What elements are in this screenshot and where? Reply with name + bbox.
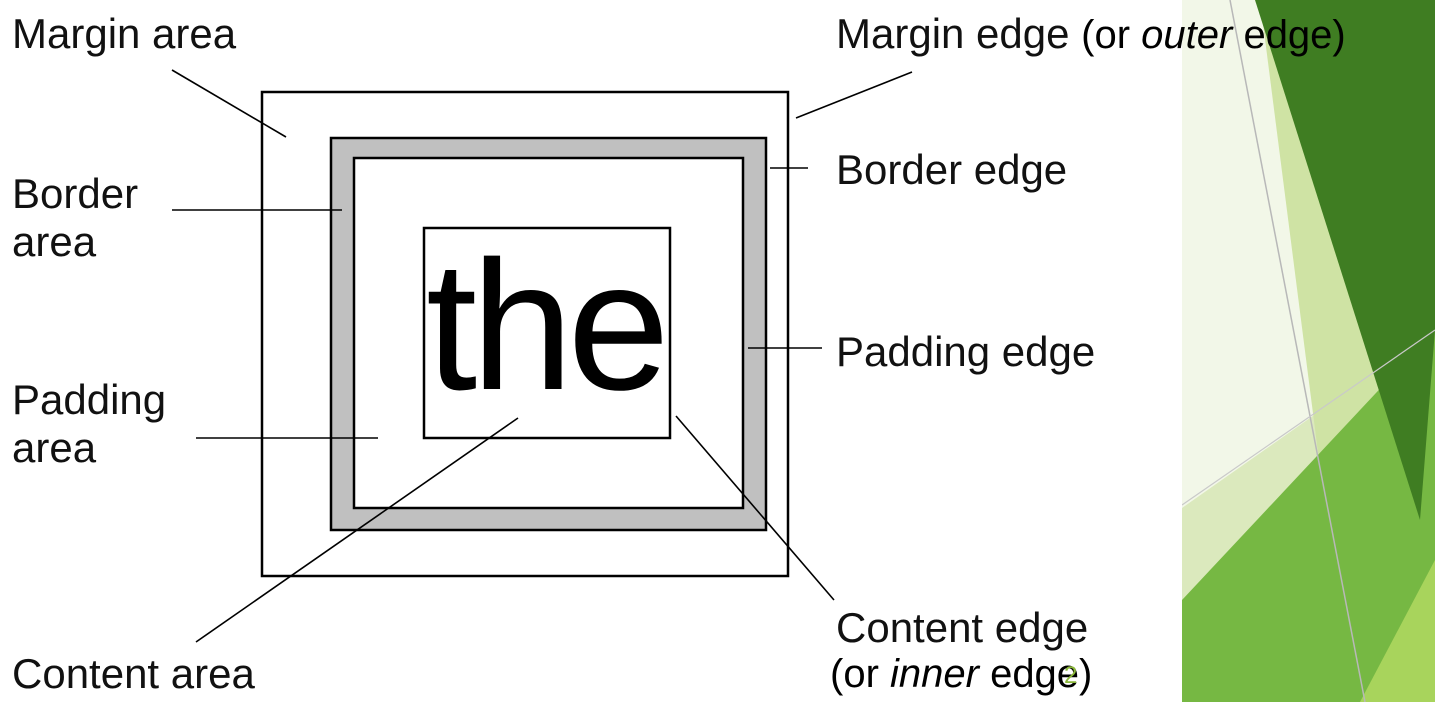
label-padding-area-line1: Padding: [12, 376, 166, 424]
margin-edge-text: Margin edge: [836, 10, 1069, 57]
label-border-edge: Border edge: [836, 146, 1067, 194]
content-edge-note: (or inner edge): [830, 650, 1092, 698]
slide-number: 2: [1064, 662, 1077, 690]
label-content-area: Content area: [12, 650, 255, 698]
margin-edge-note: (or outer edge): [1081, 13, 1346, 57]
content-sample-text: the: [424, 230, 670, 436]
label-content-edge: Content edge: [836, 604, 1088, 652]
label-padding-area-line2: area: [12, 424, 96, 472]
theme-decoration: [1180, 0, 1435, 702]
label-margin-area: Margin area: [12, 10, 236, 58]
label-border-area-line1: Border: [12, 170, 138, 218]
label-padding-edge: Padding edge: [836, 328, 1095, 376]
label-border-area-line2: area: [12, 218, 96, 266]
label-margin-edge: Margin edge (or outer edge): [836, 10, 1346, 59]
